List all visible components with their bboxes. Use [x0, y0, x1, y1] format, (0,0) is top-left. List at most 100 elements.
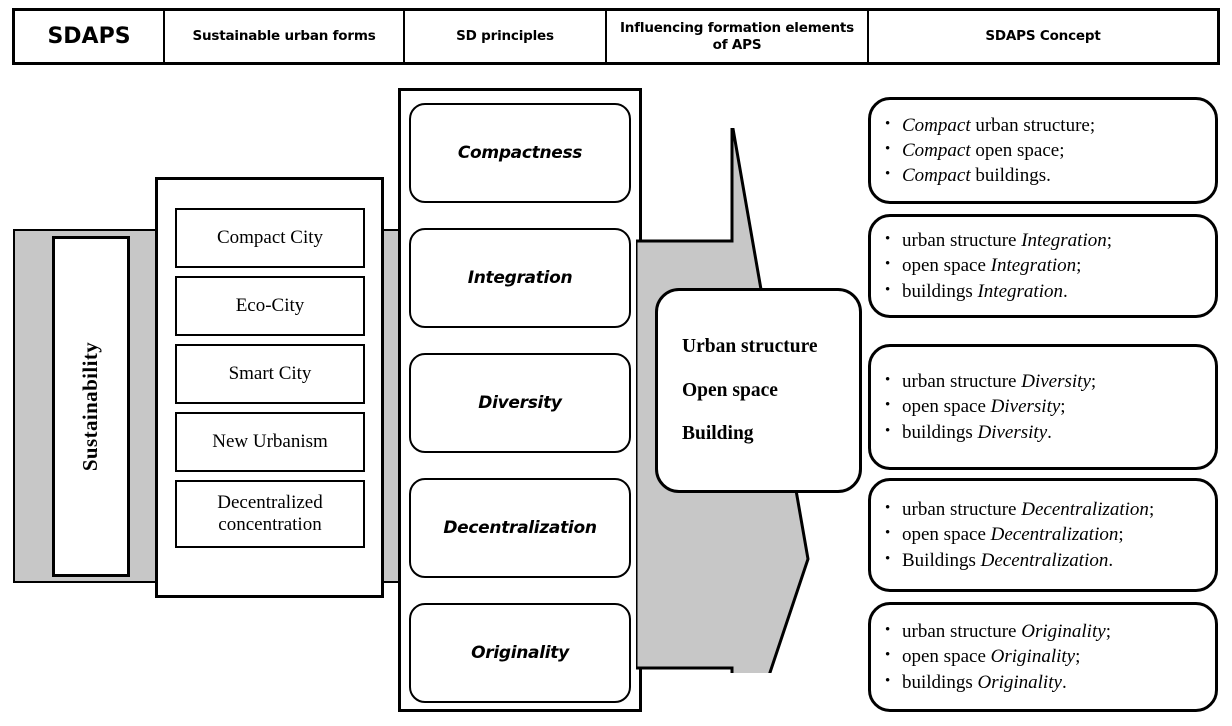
concept-item-suffix: ;	[1076, 255, 1082, 277]
urban-form-label: Decentralized concentration	[217, 492, 323, 535]
sd-principle-box: Compactness	[409, 103, 631, 203]
concept-item-text: urban structure Originality;	[902, 620, 1205, 643]
sd-principle-box: Integration	[409, 228, 631, 328]
concept-item-prefix: open space	[902, 396, 991, 418]
sd-principle-box: Diversity	[409, 353, 631, 453]
concept-item-suffix: open space;	[970, 139, 1065, 161]
bullet-icon: •	[885, 166, 891, 183]
urban-form-box: Smart City	[175, 344, 365, 404]
concept-item-text: urban structure Decentralization;	[902, 498, 1205, 521]
concept-item-suffix: ;	[1118, 524, 1124, 546]
concept-item-prefix: buildings	[902, 671, 978, 693]
concept-item-emphasis: Integration	[977, 280, 1063, 302]
concept-item-emphasis: Decentralization	[980, 549, 1109, 571]
sdaps-concept-box: • urban structure Diversity; • open space D…	[868, 344, 1218, 470]
concept-list-item: • urban structure Originality;	[885, 619, 1205, 644]
concept-item-text: open space Diversity;	[902, 395, 1205, 418]
bullet-icon: •	[885, 281, 891, 298]
concept-list-item: • Compact urban structure;	[885, 113, 1205, 138]
concept-item-suffix: ;	[1075, 646, 1081, 668]
concept-item-emphasis: Originality	[1021, 621, 1106, 643]
concept-item-emphasis: Diversity	[990, 396, 1061, 418]
concept-list-item: •Compact open space;	[885, 138, 1205, 163]
urban-form-box: Compact City	[175, 208, 365, 268]
concept-item-suffix: ;	[1060, 396, 1066, 418]
sd-principle-label: Decentralization	[443, 518, 597, 538]
concept-item-emphasis: Compact	[902, 139, 971, 161]
bullet-icon: •	[885, 115, 891, 132]
concept-item-emphasis: Decentralization	[1021, 499, 1149, 521]
concept-item-suffix: urban structure;	[970, 114, 1096, 136]
element-line-building: Building	[682, 423, 754, 445]
concept-item-prefix: urban structure	[902, 230, 1022, 252]
element-line-open-space: Open space	[682, 379, 778, 401]
bullet-icon: •	[885, 372, 891, 389]
concept-item-emphasis: Integration	[990, 255, 1077, 277]
concept-item-text: buildings Integration.	[902, 280, 1205, 303]
bullet-icon: •	[885, 397, 891, 414]
urban-form-label: Compact City	[216, 227, 324, 249]
concept-item-prefix: open space	[902, 255, 991, 277]
urban-form-box: Eco-City	[175, 276, 365, 336]
influencing-elements-box: Urban structure Open space Building	[655, 288, 862, 493]
header-cell-sdaps-concept: SDAPS Concept	[985, 28, 1101, 45]
concept-list-item: • open space Diversity;	[885, 394, 1205, 419]
sustainability-box: Sustainability	[52, 236, 130, 577]
bullet-icon: •	[885, 647, 891, 664]
concept-item-prefix: open space	[902, 646, 991, 668]
concept-item-prefix: open space	[902, 524, 991, 546]
concept-item-text: urban structure Diversity;	[902, 370, 1205, 393]
concept-item-suffix: ;	[1106, 230, 1113, 252]
bullet-icon: •	[885, 550, 891, 567]
concept-item-text: buildings Originality.	[902, 671, 1205, 694]
concept-item-text: urban structure Integration;	[902, 229, 1205, 252]
sd-principle-label: Integration	[467, 268, 573, 288]
sd-principle-label: Compactness	[457, 143, 583, 163]
sd-principle-box: Decentralization	[409, 478, 631, 578]
header-cell-influencing-formation-elements: Influencing formation elements of APS	[607, 11, 869, 62]
concept-item-suffix: ;	[1148, 499, 1155, 521]
concept-item-text: Buildings Decentralization.	[902, 549, 1205, 572]
concept-list-item: •open space Decentralization;	[885, 522, 1205, 547]
header-cell-sdaps: SDAPS	[15, 11, 165, 62]
concept-item-emphasis: Compact	[902, 114, 971, 136]
bullet-icon: •	[885, 622, 891, 639]
urban-form-box: New Urbanism	[175, 412, 365, 472]
sd-principle-label: Originality	[471, 643, 569, 663]
concept-list-item: •Compact buildings.	[885, 163, 1205, 188]
concept-item-emphasis: Originality	[990, 646, 1076, 668]
concept-item-suffix: .	[1047, 421, 1052, 443]
concept-list-item: • open space Originality;	[885, 644, 1205, 669]
concept-list-item: •buildings Originality.	[885, 670, 1205, 695]
concept-item-emphasis: Diversity	[1021, 371, 1091, 393]
urban-form-label: New Urbanism	[212, 431, 328, 453]
concept-item-suffix: ;	[1090, 371, 1097, 393]
concept-item-prefix: Buildings	[902, 549, 981, 571]
concept-item-prefix: buildings	[902, 421, 978, 443]
concept-list-item: • urban structure Diversity;	[885, 369, 1205, 394]
concept-item-text: Compact urban structure;	[902, 114, 1205, 137]
concept-item-suffix: .	[1108, 549, 1114, 571]
concept-list-item: • Buildings Decentralization.	[885, 548, 1205, 573]
concept-item-text: Compact open space;	[902, 139, 1205, 162]
concept-item-prefix: urban structure	[902, 371, 1022, 393]
sdaps-concept-box: • urban structure Originality; • open space…	[868, 602, 1218, 712]
bullet-icon: •	[885, 525, 891, 542]
concept-item-prefix: urban structure	[902, 621, 1022, 643]
sdaps-concept-box: • urban structure Integration;•open space…	[868, 214, 1218, 318]
concept-item-suffix: ;	[1105, 621, 1111, 643]
concept-list-item: • buildings Diversity.	[885, 420, 1205, 445]
concept-item-emphasis: Integration	[1021, 230, 1107, 252]
concept-list-item: • buildings Integration.	[885, 279, 1205, 304]
sdaps-concept-box: •urban structure Decentralization;•open …	[868, 478, 1218, 592]
concept-item-emphasis: Originality	[977, 671, 1062, 693]
bullet-icon: •	[885, 422, 891, 439]
element-line-urban-structure: Urban structure	[682, 336, 818, 358]
concept-item-text: open space Originality;	[902, 645, 1205, 668]
concept-list-item: •open space Integration;	[885, 253, 1205, 278]
concept-item-emphasis: Compact	[902, 165, 971, 187]
concept-item-emphasis: Diversity	[977, 421, 1048, 443]
concept-list-item: •urban structure Decentralization;	[885, 497, 1205, 522]
